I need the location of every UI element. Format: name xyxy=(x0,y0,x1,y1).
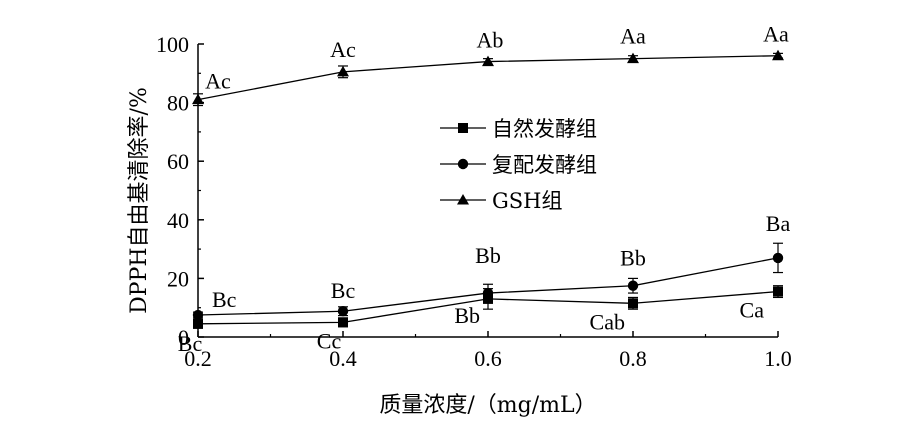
y-axis-title: DPPH自由基清除率/% xyxy=(127,87,152,314)
series-circle xyxy=(192,242,784,321)
data-point xyxy=(337,306,349,317)
significance-label: Bc xyxy=(331,278,356,303)
data-point xyxy=(628,298,638,309)
x-tick-label: 0.6 xyxy=(474,346,502,371)
significance-label: Bc xyxy=(178,331,203,356)
y-tick-label: 40 xyxy=(167,208,189,233)
significance-label: Bb xyxy=(475,243,501,268)
significance-label: Bc xyxy=(212,287,237,312)
significance-label: Aa xyxy=(763,22,789,47)
series-layer xyxy=(192,49,784,329)
y-tick-label: 20 xyxy=(167,266,189,291)
legend-marker xyxy=(457,158,469,170)
y-tick-label: 0 xyxy=(178,325,189,350)
significance-label: Aa xyxy=(620,24,646,49)
data-point xyxy=(337,65,349,77)
data-point xyxy=(772,49,784,61)
axes: 0.2 0.4 0.6 0.8 1.0 0 20 40 60 80 100 质量浓度/（mg/mL） D… xyxy=(127,32,792,418)
significance-label: Cab xyxy=(590,309,625,334)
data-point xyxy=(192,309,204,321)
significance-label: Ba xyxy=(766,211,791,236)
significance-label: Ca xyxy=(740,298,765,323)
legend-item: 复配发酵组 xyxy=(440,153,597,177)
significance-label: Ab xyxy=(477,28,504,53)
x-axis-title: 质量浓度/（mg/mL） xyxy=(379,393,596,418)
legend-label: GSH组 xyxy=(492,189,562,213)
significance-label: Bb xyxy=(620,246,646,271)
data-point xyxy=(773,286,783,297)
y-tick-label: 60 xyxy=(167,149,189,174)
y-tick-label: 100 xyxy=(156,32,189,57)
legend-marker xyxy=(458,123,468,133)
data-point xyxy=(482,287,494,299)
legend-label: 自然发酵组 xyxy=(492,117,597,141)
x-tick-label: 0.8 xyxy=(619,346,647,371)
x-tick-label: 0.4 xyxy=(329,346,357,371)
data-point xyxy=(772,252,784,264)
significance-label: Bb xyxy=(454,303,480,328)
data-point xyxy=(193,318,203,329)
significance-label: Ac xyxy=(330,37,356,62)
data-point xyxy=(192,93,204,105)
data-point xyxy=(338,317,348,328)
data-point xyxy=(627,280,639,291)
y-tick-label: 80 xyxy=(167,91,189,116)
legend-label: 复配发酵组 xyxy=(492,153,597,177)
significance-label: Ac xyxy=(205,69,231,94)
significance-label: Cc xyxy=(317,328,342,353)
legend-marker xyxy=(457,194,469,205)
data-point xyxy=(482,55,494,67)
legend-item: GSH组 xyxy=(440,189,562,213)
data-point xyxy=(627,52,639,64)
legend-item: 自然发酵组 xyxy=(440,117,597,141)
x-tick-label: 0.2 xyxy=(184,346,212,371)
series-triangle xyxy=(192,49,784,107)
x-tick-label: 1.0 xyxy=(764,346,792,371)
